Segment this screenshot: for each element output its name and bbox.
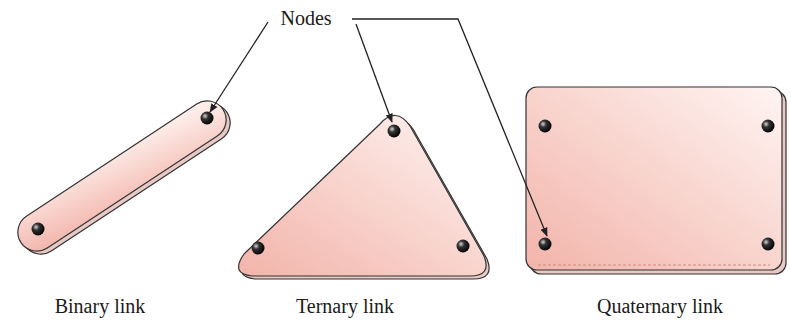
quaternary-link <box>526 87 786 274</box>
link-caption: Ternary link <box>296 295 394 317</box>
link-caption: Quaternary link <box>597 295 723 317</box>
ternary-link <box>239 115 490 279</box>
leader-lines <box>210 19 547 236</box>
leader-label: Nodes <box>277 7 334 29</box>
binary-link <box>11 94 238 262</box>
link-caption: Binary link <box>55 295 146 317</box>
